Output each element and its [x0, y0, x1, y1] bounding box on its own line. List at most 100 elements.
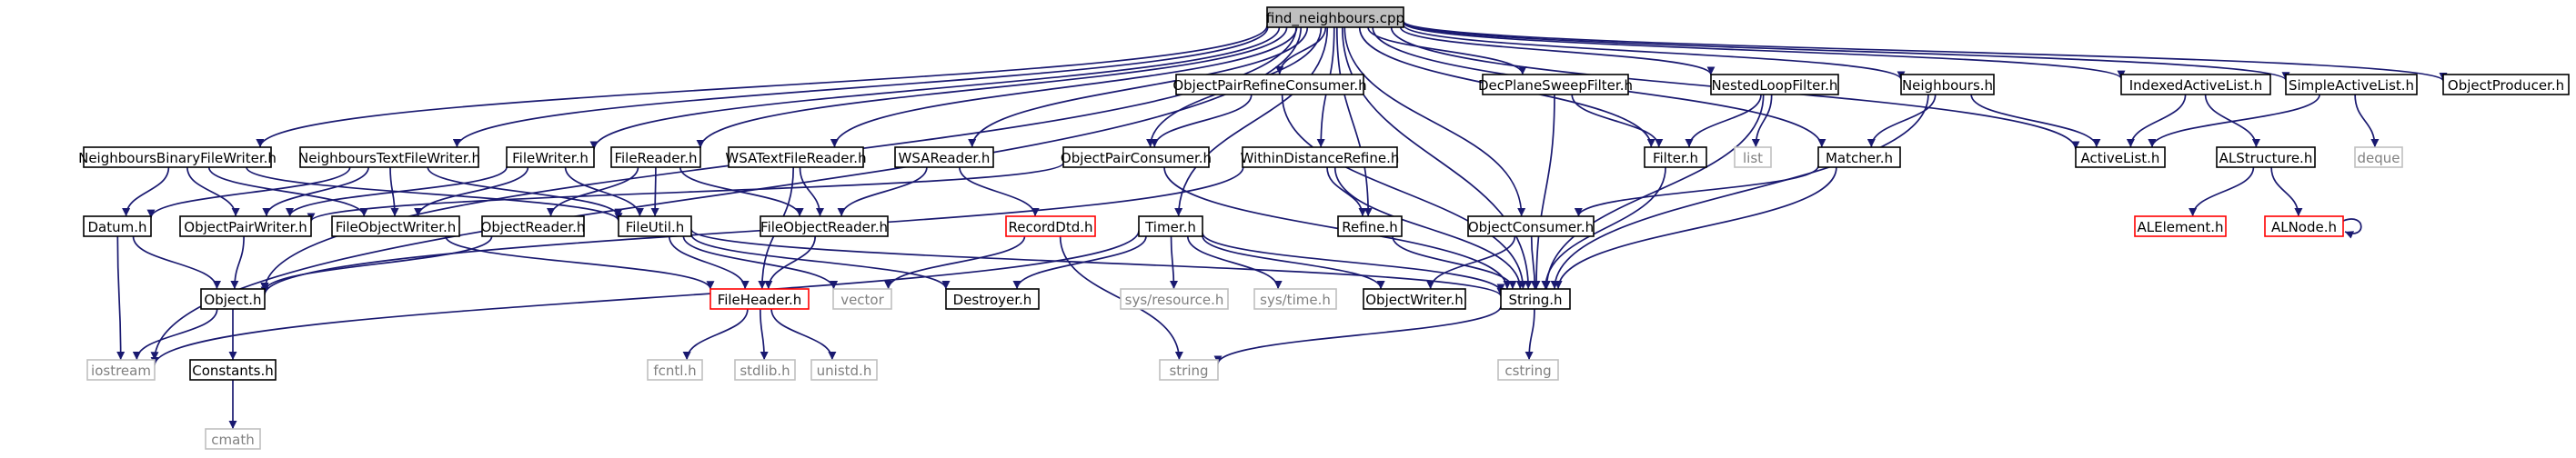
node-label: Destroyer.h: [953, 292, 1032, 308]
node-box: [299, 146, 479, 168]
node-neighbours-text-file-writer-h[interactable]: NeighboursTextFileWriter.h: [298, 146, 480, 168]
node-file-writer-h[interactable]: FileWriter.h: [506, 146, 595, 168]
node-box: [1266, 6, 1404, 28]
node-box: [1734, 146, 1772, 168]
node-within-distance-refine-h[interactable]: WithinDistanceRefine.h: [1241, 146, 1400, 168]
edge-timer_h-to-sys_resource_h: [1169, 235, 1178, 290]
node-box: [83, 146, 272, 168]
edge-within_distance_refine_h-to-refine_h: [1326, 166, 1367, 217]
node-object-writer-h[interactable]: ObjectWriter.h: [1363, 288, 1466, 310]
node-box: [1005, 215, 1096, 237]
node-file-util-h[interactable]: FileUtil.h: [618, 215, 692, 237]
node-box: [618, 215, 692, 237]
node-label: ObjectConsumer.h: [1468, 219, 1594, 235]
edge-datum_h-to-object_h: [132, 235, 221, 290]
node-sys-time-h: sys/time.h: [1253, 288, 1337, 310]
edge-find_neighbours_cpp-to-neighbours_binary_file_writer_h: [256, 25, 1268, 148]
node-find-neighbours-cpp[interactable]: find_neighbours.cpp: [1266, 6, 1404, 28]
node-file-object-reader-h[interactable]: FileObjectReader.h: [760, 215, 889, 237]
node-wsa-reader-h[interactable]: WSAReader.h: [894, 146, 994, 168]
node-label: SimpleActiveList.h: [2289, 77, 2414, 94]
node-label: find_neighbours.cpp: [1266, 10, 1404, 27]
node-label: RecordDtd.h: [1008, 219, 1092, 235]
node-wsa-text-file-reader-h[interactable]: WSATextFileReader.h: [725, 146, 867, 168]
node-datum-h[interactable]: Datum.h: [83, 215, 152, 237]
node-label: FileObjectReader.h: [760, 219, 888, 235]
node-label: WSAReader.h: [899, 150, 991, 166]
node-object-reader-h[interactable]: ObjectReader.h: [481, 215, 586, 237]
edge-within_distance_refine_h-to-object_h: [260, 166, 1244, 295]
node-label: FileReader.h: [614, 150, 697, 166]
edge-neighbours_binary_file_writer_h-to-file_object_writer_h: [207, 166, 368, 217]
node-file-reader-h[interactable]: FileReader.h: [610, 146, 701, 168]
node-box: [2075, 146, 2166, 168]
node-label: unistd.h: [817, 363, 872, 379]
node-box: [331, 215, 460, 237]
edge-file_writer_h-to-object_pair_writer_h: [286, 166, 508, 217]
node-neighbours-h[interactable]: Neighbours.h: [1900, 74, 1995, 95]
node-indexed-active-list-h[interactable]: IndexedActiveList.h: [2120, 74, 2271, 95]
node-neighbours-binary-file-writer-h[interactable]: NeighboursBinaryFileWriter.h: [78, 146, 277, 168]
node-box: [83, 215, 152, 237]
node-box: [1710, 74, 1839, 95]
node-sys-resource-h: sys/resource.h: [1120, 288, 1229, 310]
node-box: [709, 288, 810, 310]
node-box: [205, 428, 261, 450]
node-box: [200, 288, 266, 310]
node-object-pair-writer-h[interactable]: ObjectPairWriter.h: [179, 215, 312, 237]
node-dec-plane-sweep-filter-h[interactable]: DecPlaneSweepFilter.h: [1478, 74, 1633, 95]
node-label: String.h: [1508, 292, 1562, 308]
edge-find_neighbours_cpp-to-dec_plane_sweep_filter_h: [1367, 26, 1527, 75]
edge-object_consumer_h-to-string_h: [1530, 235, 1539, 290]
node-object-producer-h[interactable]: ObjectProducer.h: [2442, 74, 2570, 95]
node-object-pair-refine-consumer-h[interactable]: ObjectPairRefineConsumer.h: [1172, 74, 1367, 95]
node-box: [1644, 146, 1707, 168]
edge-matcher_h-to-object_consumer_h: [1574, 165, 1819, 217]
edge-object_pair_refine_consumer_h-to-string_h: [1281, 94, 1527, 290]
edge-string_h-to-cstring: [1524, 308, 1535, 361]
edge-timer_h-to-iostream: [150, 230, 1140, 366]
edge-matcher_h-to-string_h: [1554, 166, 1837, 290]
node-destroyer-h[interactable]: Destroyer.h: [945, 288, 1040, 310]
node-box: [832, 288, 892, 310]
edge-file_header_h-to-unistd_h: [770, 308, 837, 361]
node-file-object-writer-h[interactable]: FileObjectWriter.h: [331, 215, 460, 237]
edge-find_neighbours_cpp-to-iostream: [150, 26, 1303, 361]
node-box: [894, 146, 994, 168]
node-box: [1500, 288, 1571, 310]
node-label: ALElement.h: [2138, 219, 2224, 235]
node-file-header-h[interactable]: FileHeader.h: [709, 288, 810, 310]
node-filter-h[interactable]: Filter.h: [1644, 146, 1707, 168]
node-stdlib-h: stdlib.h: [734, 359, 796, 381]
edge-within_distance_refine_h-to-string_h: [1333, 166, 1524, 290]
node-label: FileWriter.h: [512, 150, 589, 166]
node-string-h[interactable]: String.h: [1500, 288, 1571, 310]
node-record-dtd-h[interactable]: RecordDtd.h: [1005, 215, 1096, 237]
edge-timer_h-to-object_writer_h: [1202, 235, 1385, 290]
edge-file_util_h-to-destroyer_h: [690, 234, 951, 290]
edge-al_node_h-to-al_node_h: [2342, 218, 2362, 239]
node-iostream: iostream: [86, 359, 156, 381]
node-al-element-h[interactable]: ALElement.h: [2134, 215, 2227, 237]
node-box: [1467, 215, 1595, 237]
node-box: [2134, 215, 2227, 237]
edge-datum_h-to-iostream: [116, 235, 126, 361]
node-label: ALStructure.h: [2219, 150, 2313, 166]
node-label: Timer.h: [1144, 219, 1196, 235]
node-label: Refine.h: [1342, 219, 1397, 235]
node-refine-h[interactable]: Refine.h: [1337, 215, 1403, 237]
node-object-h[interactable]: Object.h: [200, 288, 266, 310]
node-object-pair-consumer-h[interactable]: ObjectPairConsumer.h: [1061, 146, 1212, 168]
node-timer-h[interactable]: Timer.h: [1138, 215, 1203, 237]
node-object-consumer-h[interactable]: ObjectConsumer.h: [1467, 215, 1595, 237]
edges-layer: [116, 20, 2448, 429]
node-constants-h[interactable]: Constants.h: [189, 359, 277, 381]
node-active-list-h[interactable]: ActiveList.h: [2075, 146, 2166, 168]
node-box: [2216, 146, 2316, 168]
node-al-structure-h[interactable]: ALStructure.h: [2216, 146, 2316, 168]
node-nested-loop-filter-h[interactable]: NestedLoopFilter.h: [1710, 74, 1839, 95]
node-simple-active-list-h[interactable]: SimpleActiveList.h: [2285, 74, 2418, 95]
node-matcher-h[interactable]: Matcher.h: [1817, 146, 1901, 168]
node-label: string: [1169, 363, 1208, 379]
node-al-node-h[interactable]: ALNode.h: [2264, 215, 2344, 237]
